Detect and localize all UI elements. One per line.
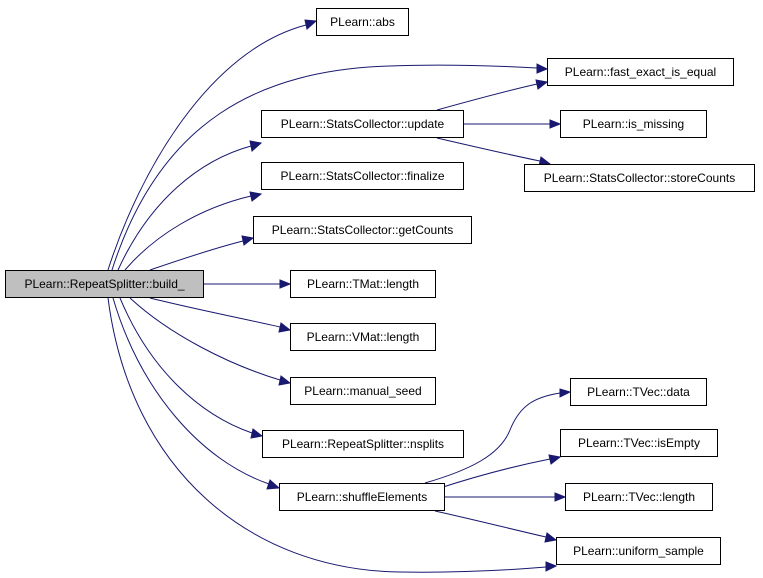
edge-root-to-fast-exact-is-equal — [111, 63, 549, 271]
edge-root-to-statscollector-getcounts — [149, 235, 255, 271]
edge-root-to-abs — [107, 19, 318, 271]
node-statscollector-storecounts[interactable]: PLearn::StatsCollector::storeCounts — [524, 164, 755, 192]
edge-statscollector-update-to-fast-exact-is-equal — [436, 79, 549, 111]
node-manual-seed[interactable]: PLearn::manual_seed — [290, 377, 436, 405]
edge-root-to-manual-seed — [129, 297, 292, 386]
node-tvec-isempty[interactable]: PLearn::TVec::isEmpty — [560, 429, 718, 457]
node-uniform-sample[interactable]: PLearn::uniform_sample — [556, 537, 721, 565]
node-statscollector-update[interactable]: PLearn::StatsCollector::update — [261, 110, 464, 138]
edge-root-to-uniform-sample — [107, 297, 558, 573]
edge-shuffleelements-to-tvec-length — [444, 492, 567, 502]
edge-shuffleelements-to-tvec-data — [424, 388, 572, 484]
node-tvec-length[interactable]: PLearn::TVec::length — [565, 483, 713, 511]
node-is-missing[interactable]: PLearn::is_missing — [560, 110, 707, 138]
edge-statscollector-update-to-is-missing — [464, 119, 562, 129]
node-tmat-length[interactable]: PLearn::TMat::length — [290, 270, 436, 298]
node-fast-exact-is-equal[interactable]: PLearn::fast_exact_is_equal — [547, 58, 734, 86]
node-tvec-data[interactable]: PLearn::TVec::data — [570, 378, 707, 406]
node-vmat-length[interactable]: PLearn::VMat::length — [290, 323, 436, 351]
edge-shuffleelements-to-tvec-isempty — [439, 454, 562, 489]
edge-root-to-repeatsplitter-nsplits — [119, 297, 264, 439]
edge-root-to-tmat-length — [204, 279, 292, 289]
edge-root-to-statscollector-finalize — [124, 191, 263, 271]
node-statscollector-finalize[interactable]: PLearn::StatsCollector::finalize — [261, 162, 464, 190]
node-statscollector-getcounts[interactable]: PLearn::StatsCollector::getCounts — [253, 216, 472, 244]
node-abs[interactable]: PLearn::abs — [316, 8, 409, 36]
edge-root-to-vmat-length — [149, 297, 292, 333]
node-repeatsplitter-nsplits[interactable]: PLearn::RepeatSplitter::nsplits — [262, 430, 464, 458]
edge-root-to-shuffleelements — [112, 297, 281, 490]
edge-shuffleelements-to-uniform-sample — [434, 510, 558, 543]
node-repeatsplitter-build: PLearn::RepeatSplitter::build_ — [5, 270, 204, 298]
edge-root-to-statscollector-update — [117, 140, 263, 271]
node-shuffleelements[interactable]: PLearn::shuffleElements — [279, 483, 445, 511]
